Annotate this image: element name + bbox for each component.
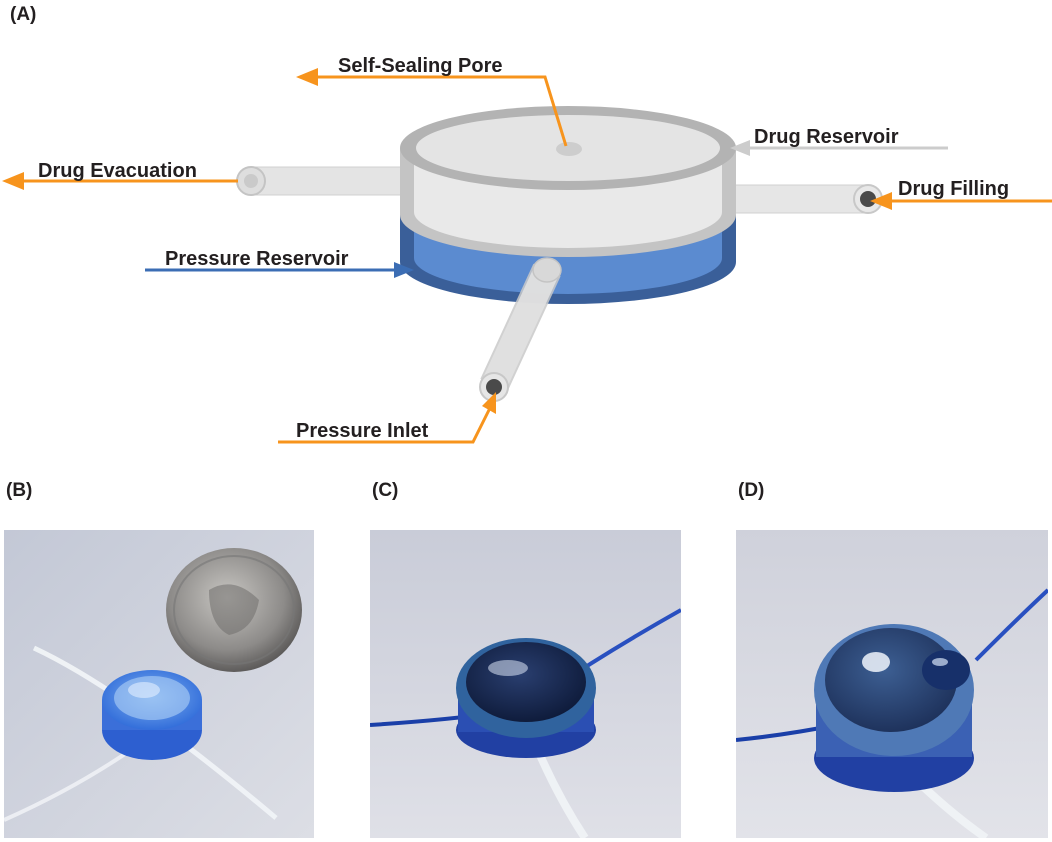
photo-device-filled xyxy=(370,530,681,838)
panel-label-b: (B) xyxy=(6,480,33,501)
photo-device-with-droplet xyxy=(736,530,1048,838)
drug-reservoir-layer xyxy=(400,106,736,257)
panel-label-a: (A) xyxy=(10,4,37,25)
photo-device-with-coin xyxy=(4,530,314,838)
pressure-inlet-tube xyxy=(479,257,562,402)
label-pressure-inlet: Pressure Inlet xyxy=(296,420,429,442)
label-drug-reservoir: Drug Reservoir xyxy=(754,126,899,148)
callout-arrows xyxy=(2,68,1052,444)
label-self-sealing-pore: Self-Sealing Pore xyxy=(338,55,503,77)
panel-label-c: (C) xyxy=(372,480,399,501)
panel-label-d: (D) xyxy=(738,480,765,501)
device-schematic xyxy=(2,68,1052,444)
label-pressure-reservoir: Pressure Reservoir xyxy=(165,248,349,270)
drug-evacuation-tube xyxy=(236,166,411,196)
label-drug-filling: Drug Filling xyxy=(898,178,1010,200)
label-drug-evacuation: Drug Evacuation xyxy=(38,160,197,182)
